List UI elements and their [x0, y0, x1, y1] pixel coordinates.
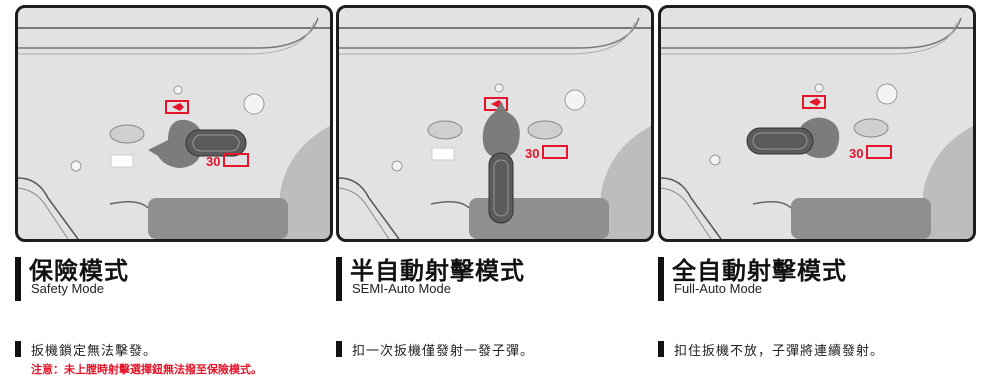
auto-marker-label: 30: [525, 146, 539, 161]
pin-hole: [564, 89, 586, 111]
receiver-illustration: 30: [661, 17, 973, 239]
receiver-illustration: 30: [18, 17, 330, 239]
panel-subtitle: SEMI-Auto Mode: [352, 281, 451, 296]
selector-knob[interactable]: [746, 127, 814, 155]
title-marker: [336, 257, 342, 301]
auto-detent: [527, 120, 563, 140]
full-auto-mode-diagram: 30: [658, 5, 976, 242]
semi-detent: [109, 124, 145, 144]
panel-subtitle: Safety Mode: [31, 281, 104, 296]
auto-marker: [866, 145, 892, 159]
semi-auto-mode-diagram: 30: [336, 5, 654, 242]
safety-mode-panel: 30 保險模式 Safety Mode 扳機鎖定無法擊發。 注意：未上膛時射擊選…: [15, 5, 333, 382]
pistol-grip-edge: [280, 126, 330, 239]
receiver-illustration: 30: [339, 17, 651, 239]
pin-hole: [243, 93, 265, 115]
trigger-guard-curve: [18, 177, 79, 239]
full-auto-mode-panel: 30 全自動射擊模式 Full-Auto Mode 扣住扳機不放，子彈將連續發射…: [658, 5, 976, 382]
title-marker: [658, 257, 664, 301]
trigger-guard-curve: [661, 177, 722, 239]
selector-knob[interactable]: [185, 129, 247, 157]
safe-marker: [802, 95, 826, 109]
selector-lever: [148, 119, 203, 168]
trigger-guard-curve: [339, 177, 400, 239]
pistol-grip-edge: [601, 126, 651, 239]
warning-note: 注意：未上膛時射擊選擇鈕無法撥至保險模式。: [31, 363, 262, 376]
panel-description: 扳機鎖定無法擊發。: [31, 344, 158, 359]
pistol-grip-edge: [923, 126, 973, 239]
auto-marker: [223, 153, 249, 167]
grip: [148, 198, 288, 239]
safe-marker: [484, 97, 508, 111]
safety-mode-diagram: 30: [15, 5, 333, 242]
panel-description: 扣住扳機不放，子彈將連續發射。: [674, 344, 885, 359]
selector-lever: [482, 102, 520, 158]
auto-marker: [542, 145, 568, 159]
description-marker: [336, 341, 342, 357]
panel-title: 半自動射擊模式: [350, 257, 525, 285]
semi-detent: [853, 118, 889, 138]
semi-detent: [427, 120, 463, 140]
panel-title: 全自動射擊模式: [672, 257, 847, 285]
auto-marker-label: 30: [849, 146, 863, 161]
description-marker: [658, 341, 664, 357]
auto-marker-label: 30: [206, 154, 220, 169]
panel-subtitle: Full-Auto Mode: [674, 281, 763, 296]
grip: [791, 198, 931, 239]
description-marker: [15, 341, 21, 357]
panel-title: 保險模式: [29, 257, 129, 285]
selector-knob[interactable]: [488, 152, 514, 224]
pin-hole: [876, 83, 898, 105]
semi-auto-mode-panel: 30 半自動射擊模式 SEMI-Auto Mode 扣一次扳機僅發射一發子彈。: [336, 5, 654, 382]
title-marker: [15, 257, 21, 301]
safe-marker: [165, 100, 189, 114]
panel-description: 扣一次扳機僅發射一發子彈。: [352, 344, 535, 359]
